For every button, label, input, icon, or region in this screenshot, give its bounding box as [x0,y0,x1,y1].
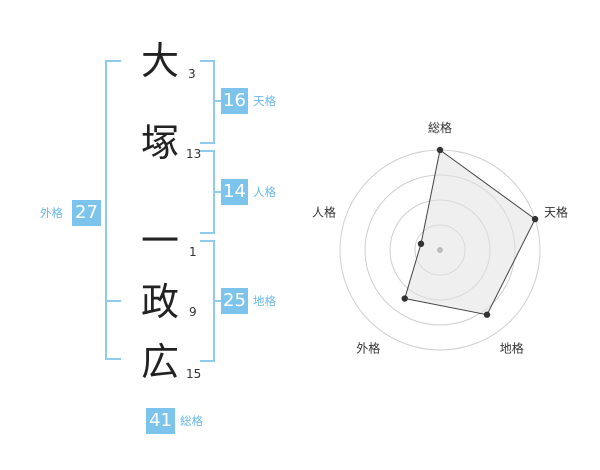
chikaku-bracket [200,240,215,362]
chikaku-value: 25 [221,288,248,314]
radar-point-3 [483,311,491,318]
radar-area [404,149,536,316]
jinkaku-label: 人格 [253,185,276,199]
radar-point-4 [401,295,408,302]
name-char-2: 塚 [141,121,180,165]
radar-axis-label-3: 地格 [500,341,524,356]
name-char-3: 一 [141,219,180,263]
gaikaku-bracket-bottom [105,298,121,360]
radar-point-5 [417,240,425,248]
gaikaku-bracket-top [105,60,121,302]
stroke-count-3: 1 [189,245,197,259]
radar-point-2 [531,215,539,223]
soukaku-label: 総格 [180,414,203,428]
radar-axis-label-2: 天格 [544,204,568,219]
tenkaku-connector [215,100,221,102]
stroke-count-1: 3 [188,67,196,81]
radar-axis-label-4: 外格 [356,341,380,356]
chikaku-label: 地格 [253,294,276,308]
jinkaku-value: 14 [221,179,248,205]
radar-axis-label-1: 総格 [428,120,452,135]
soukaku-value: 41 [146,408,175,434]
name-char-5: 広 [141,340,180,384]
chikaku-connector [215,300,221,302]
radar-center-point [437,247,443,253]
tenkaku-bracket [200,60,215,144]
jinkaku-bracket [200,150,215,234]
name-char-4: 政 [141,280,180,324]
jinkaku-connector [215,191,221,193]
tenkaku-label: 天格 [253,94,276,108]
radar-axis-label-5: 人格 [312,204,336,219]
gaikaku-label: 外格 [40,206,63,220]
tenkaku-value: 16 [221,88,248,114]
stroke-count-5: 15 [186,367,202,381]
radar-point-1 [436,146,444,154]
name-char-1: 大 [141,39,180,83]
stroke-count-4: 9 [189,305,197,319]
gaikaku-value: 27 [72,200,101,226]
stroke-count-2: 13 [186,147,202,161]
